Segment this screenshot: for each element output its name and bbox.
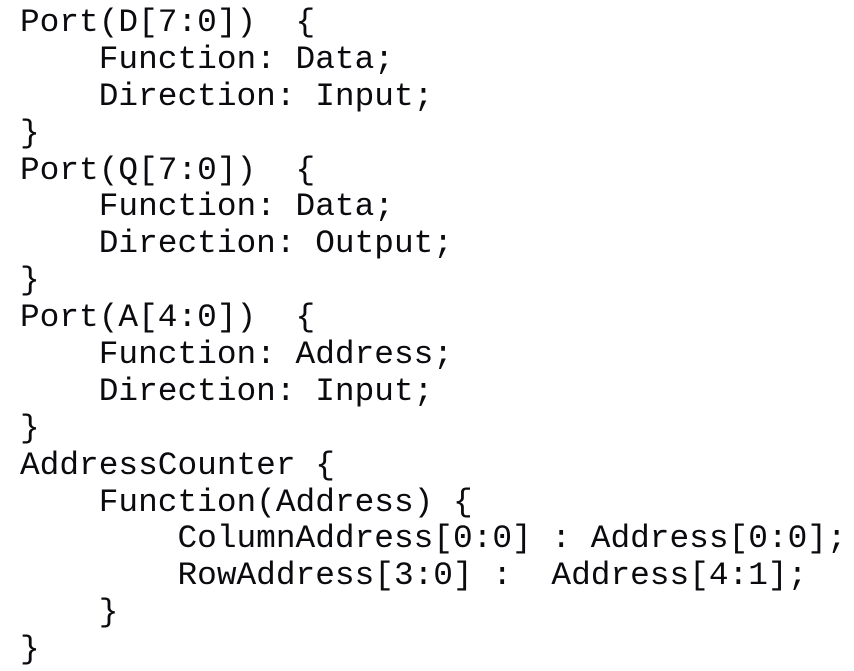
code-line-rowaddress-map: RowAddress[3:0] : Address[4:1]; [20,557,808,595]
code-line-port-a-direction: Direction: Input; [20,372,434,410]
code-line-port-q-direction: Direction: Output; [20,225,453,263]
code-line-port-d-close: } [20,114,40,152]
code-line-port-d-direction: Direction: Input; [20,77,434,115]
code-line-addresscounter-open: AddressCounter { [20,446,335,484]
code-line-port-d-function: Function: Data; [20,40,394,78]
code-line-port-a-close: } [20,409,40,447]
code-line-port-q-open: Port(Q[7:0]) { [20,151,316,189]
code-line-function-address-close: } [20,594,119,632]
code-line-port-a-open: Port(A[4:0]) { [20,299,316,337]
code-line-port-a-function: Function: Address; [20,336,453,374]
code-line-port-d-open: Port(D[7:0]) { [20,4,316,41]
code-line-port-q-function: Function: Data; [20,188,394,226]
code-line-function-address-open: Function(Address) { [20,483,473,521]
code-line-port-q-close: } [20,262,40,300]
code-line-columnaddress-map: ColumnAddress[0:0] : Address[0:0]; [20,520,847,558]
code-line-addresscounter-close: } [20,631,40,669]
